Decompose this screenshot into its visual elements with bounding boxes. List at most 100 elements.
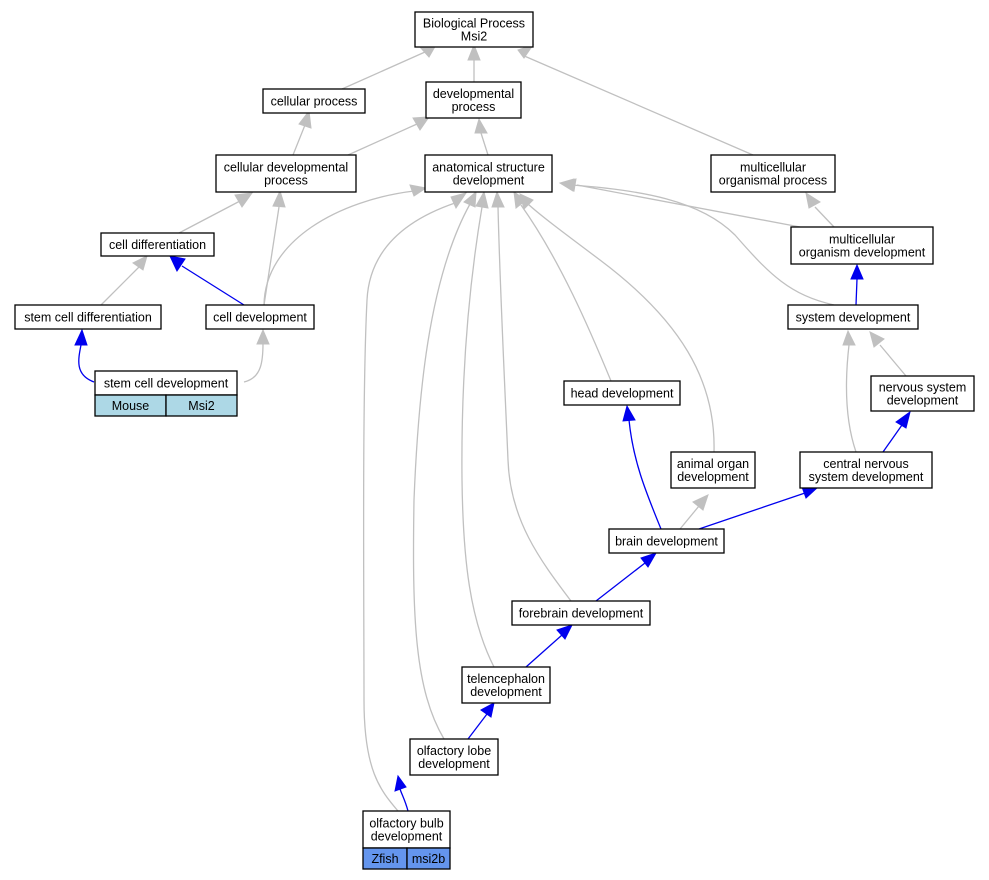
node-label: nervous system [879, 380, 967, 394]
arrowhead [74, 328, 88, 346]
arrowhead [805, 191, 821, 209]
node-label: olfactory lobe [417, 744, 491, 758]
arrowhead [234, 192, 254, 208]
node-box [100, 232, 215, 257]
part-of-edge-32 [394, 774, 409, 812]
node-box [608, 528, 725, 554]
is-a-edge-12 [558, 178, 835, 306]
node-label: development [677, 470, 749, 484]
edges [74, 42, 911, 812]
node-forebrain-development[interactable]: forebrain development [511, 600, 651, 626]
node-box [94, 370, 238, 396]
node-label: anatomical structure [432, 160, 545, 174]
arrowhead [640, 552, 658, 568]
node-box [461, 666, 551, 704]
node-label: developmental [433, 87, 514, 101]
node-head-development[interactable]: head development [563, 380, 681, 406]
node-box [205, 304, 315, 330]
is-a-edge-9 [263, 189, 286, 306]
arrowhead [256, 328, 270, 345]
is-a-edge-21 [412, 190, 477, 740]
node-label: multicellular [829, 232, 895, 246]
node-brain-development[interactable]: brain development [608, 528, 725, 554]
node-label: telencephalon [467, 672, 545, 686]
is-a-edge-16 [519, 193, 715, 453]
node-label: development [371, 829, 443, 843]
node-label: cellular developmental [224, 160, 348, 174]
node-box [215, 154, 357, 193]
node-label: brain development [615, 534, 718, 548]
node-label: animal organ [677, 457, 749, 471]
node-label: cell development [213, 310, 307, 324]
node-box [710, 154, 836, 193]
species-label: Mouse [112, 399, 150, 413]
node-label: organismal process [719, 173, 827, 187]
part-of-edge-31 [467, 702, 495, 740]
node-label: process [452, 100, 496, 114]
node-cell-differentiation[interactable]: cell differentiation [100, 232, 215, 257]
node-cell-development[interactable]: cell development [205, 304, 315, 330]
is-a-edge-20 [461, 190, 495, 668]
is-a-edge-8 [100, 255, 148, 306]
is-a-edge-1 [467, 43, 481, 82]
arrowhead [480, 702, 495, 718]
is-a-edge-6 [178, 192, 254, 234]
node-box [414, 11, 534, 48]
arrowhead [474, 117, 488, 134]
part-of-edge-23 [169, 255, 245, 306]
part-of-edge-25 [74, 328, 95, 383]
node-label: system development [809, 470, 924, 484]
is-a-edge-7 [805, 191, 835, 228]
part-of-edge-27 [622, 404, 662, 530]
node-box [362, 810, 451, 849]
arrowhead [556, 624, 573, 640]
arrowhead [869, 331, 885, 348]
node-label: multicellular [740, 160, 806, 174]
node-label: forebrain development [519, 606, 644, 620]
node-label: olfactory bulb [369, 816, 443, 830]
part-of-edge-26 [882, 410, 911, 453]
node-label: organism development [799, 245, 926, 259]
is-a-edge-18 [679, 494, 709, 530]
arrowhead [513, 190, 527, 209]
node-stem-cell-differentiation[interactable]: stem cell differentiation [14, 304, 162, 330]
arrowhead [475, 190, 489, 209]
is-a-edge-3 [292, 109, 312, 156]
node-label: cellular process [271, 94, 358, 108]
is-a-edge-13 [243, 328, 270, 383]
arrowhead [272, 189, 286, 208]
node-label: Biological Process [423, 16, 525, 30]
gene-label: msi2b [412, 852, 445, 866]
is-a-edge-15 [513, 190, 612, 382]
arrowhead [558, 178, 575, 192]
node-box [563, 380, 681, 406]
node-stem-cell-development[interactable]: stem cell development [94, 370, 238, 396]
node-box [670, 451, 756, 489]
is-a-edge-2 [517, 44, 754, 156]
is-a-edge-0 [341, 42, 439, 90]
node-system-development[interactable]: system development [787, 304, 919, 330]
arrowhead [842, 329, 856, 346]
node-box [799, 451, 933, 489]
node-label: stem cell development [104, 376, 229, 390]
node-label: head development [571, 386, 674, 400]
is-a-edge-5 [474, 117, 489, 156]
node-label: cell differentiation [109, 238, 206, 252]
arrowhead [491, 190, 505, 208]
node-cellular-process[interactable]: cellular process [262, 88, 366, 114]
arrowhead [450, 192, 468, 210]
